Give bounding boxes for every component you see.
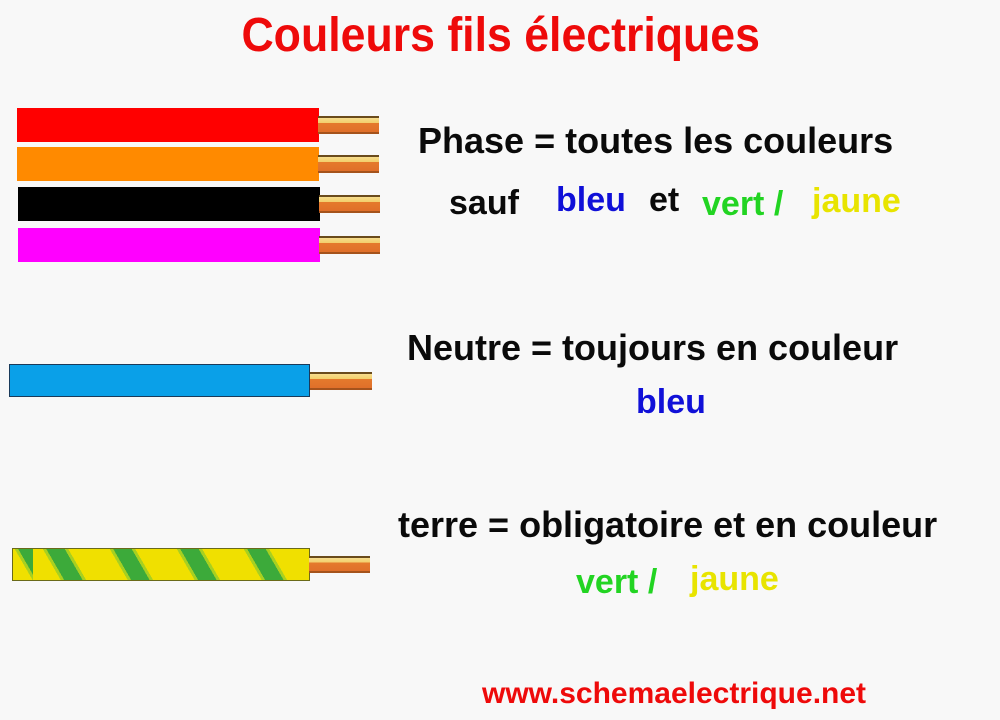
phase-except-yellow: jaune (812, 182, 901, 220)
neutre-description: Neutre = toujours en couleur (407, 327, 899, 368)
terre-description: terre = obligatoire et en couleur (398, 504, 938, 545)
copper-conductor (319, 236, 380, 254)
neutre-blue: bleu (636, 383, 706, 421)
phase-and-label: et (649, 181, 680, 219)
copper-conductor (318, 116, 379, 134)
wire-orange (17, 147, 319, 181)
copper-conductor (309, 556, 370, 573)
phase-except-label: sauf (449, 184, 519, 222)
phase-description: Phase = toutes les couleurs (418, 120, 894, 161)
wire-black (18, 187, 320, 221)
page-title: Couleurs fils électriques (241, 9, 760, 62)
wire-red (17, 108, 319, 142)
website-url: www.schemaelectrique.net (482, 677, 867, 710)
wire-green-yellow (12, 548, 310, 581)
copper-conductor (310, 372, 372, 390)
terre-yellow: jaune (690, 560, 779, 598)
wire-blue (9, 364, 310, 397)
wire-magenta (18, 228, 320, 262)
copper-conductor (319, 195, 380, 213)
terre-green: vert / (576, 563, 658, 601)
copper-conductor (318, 155, 379, 173)
phase-except-blue: bleu (556, 181, 626, 219)
phase-except-green: vert / (702, 185, 784, 223)
